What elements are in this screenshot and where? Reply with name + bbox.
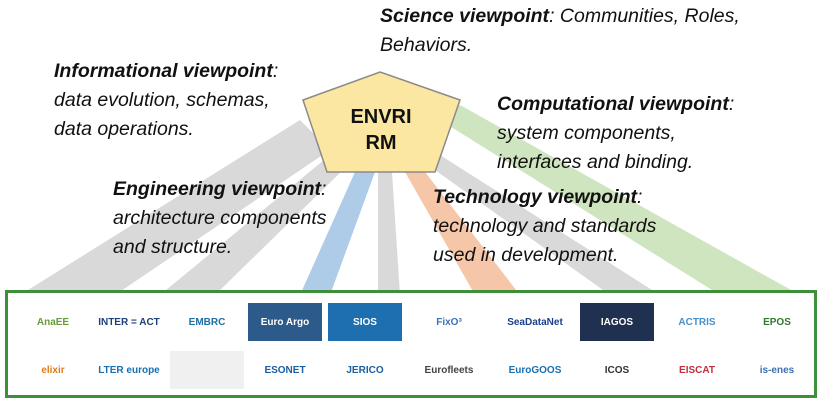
logo-lter-europe: LTER europe xyxy=(92,351,166,389)
technology-viewpoint-colon: : xyxy=(637,186,643,208)
computational-viewpoint-colon: : xyxy=(728,93,735,115)
technology-viewpoint-line3: used in development. xyxy=(433,244,619,266)
ray-science xyxy=(428,155,660,295)
science-viewpoint-line2: Behaviors. xyxy=(380,34,473,56)
engineering-viewpoint-colon: : xyxy=(321,178,327,200)
logo-jerico: JERICO xyxy=(328,351,402,389)
logo-esonet: ESONET xyxy=(248,351,322,389)
logo-text: EPOS xyxy=(763,316,791,328)
informational-viewpoint: Informational viewpoint: data evolution,… xyxy=(54,57,278,144)
engineering-viewpoint-title: Engineering viewpoint xyxy=(113,178,322,200)
logo-text: FixO³ xyxy=(436,316,462,328)
logo-text: SIOS xyxy=(353,316,377,328)
logo-eurofleets: Eurofleets xyxy=(412,351,486,389)
logo-text: is-enes xyxy=(759,364,795,376)
ray-center-gray xyxy=(378,172,400,295)
logo-anaee: AnaEE xyxy=(16,303,90,341)
logo-text: IAGOS xyxy=(600,316,634,328)
technology-viewpoint-line2: technology and standards xyxy=(433,215,657,237)
logo-unlabeled xyxy=(170,351,244,389)
logo-epos: EPOS xyxy=(740,303,814,341)
ray-engineering xyxy=(160,155,345,295)
informational-viewpoint-line2: data evolution, schemas, xyxy=(54,89,270,111)
envri-rm-pentagon xyxy=(302,71,461,173)
ray-informational xyxy=(20,120,330,295)
science-viewpoint-title: Science viewpoint xyxy=(380,5,550,27)
logo-text: Euro Argo xyxy=(260,316,310,328)
center-label-line2: RM xyxy=(365,132,396,154)
science-viewpoint: Science viewpoint: Communities, Roles, B… xyxy=(380,2,740,60)
logo-text: EuroGOOS xyxy=(508,364,562,376)
logo-text: EISCAT xyxy=(679,364,715,376)
logo-icos: ICOS xyxy=(580,351,654,389)
logo-text: ICOS xyxy=(604,364,630,376)
logo-inter-act: INTER = ACT xyxy=(92,303,166,341)
logo-text: elixir xyxy=(41,364,65,376)
logo-text: SeaDataNet xyxy=(507,316,563,328)
logo-elixir: elixir xyxy=(16,351,90,389)
logo-embrc: EMBRC xyxy=(170,303,244,341)
center-label-line1: ENVRI xyxy=(350,106,411,128)
computational-viewpoint-line3: interfaces and binding. xyxy=(497,151,694,173)
computational-viewpoint: Computational viewpoint: system componen… xyxy=(497,90,734,177)
ray-computational xyxy=(440,105,800,295)
research-infrastructure-logo-panel: AnaEE INTER = ACT EMBRC Euro Argo SIOS FixO³ S… xyxy=(5,290,817,398)
science-viewpoint-line1: : Communities, Roles, xyxy=(549,5,740,27)
logo-is-enes: is-enes xyxy=(740,351,814,389)
informational-viewpoint-colon: : xyxy=(272,60,279,82)
informational-viewpoint-title: Informational viewpoint xyxy=(54,60,273,82)
informational-viewpoint-line3: data operations. xyxy=(54,118,194,140)
logo-text: JERICO xyxy=(346,364,384,376)
logo-actris: ACTRIS xyxy=(660,303,734,341)
logo-sios: SIOS xyxy=(328,303,402,341)
engineering-viewpoint-line3: and structure. xyxy=(113,236,233,258)
logo-text: ACTRIS xyxy=(678,316,716,328)
technology-viewpoint: Technology viewpoint: technology and sta… xyxy=(433,183,656,270)
logo-eurogoos: EuroGOOS xyxy=(498,351,572,389)
engineering-viewpoint-line2: architecture components xyxy=(113,207,327,229)
ray-blue xyxy=(300,172,375,295)
logo-text: LTER europe xyxy=(98,364,160,376)
engineering-viewpoint: Engineering viewpoint: architecture comp… xyxy=(113,175,327,262)
logo-seadatanet: SeaDataNet xyxy=(498,303,572,341)
computational-viewpoint-line2: system components, xyxy=(497,122,676,144)
logo-iagos: IAGOS xyxy=(580,303,654,341)
logo-text: EMBRC xyxy=(188,316,226,328)
logo-text: ESONET xyxy=(264,364,306,376)
logo-eiscat: EISCAT xyxy=(660,351,734,389)
computational-viewpoint-title: Computational viewpoint xyxy=(497,93,729,115)
technology-viewpoint-title: Technology viewpoint xyxy=(433,186,638,208)
logo-text: AnaEE xyxy=(36,316,70,328)
ray-technology xyxy=(405,172,520,295)
logo-fixo: FixO³ xyxy=(412,303,486,341)
logo-text: Eurofleets xyxy=(424,364,474,376)
logo-euro-argo: Euro Argo xyxy=(248,303,322,341)
logo-text: INTER = ACT xyxy=(98,316,160,328)
